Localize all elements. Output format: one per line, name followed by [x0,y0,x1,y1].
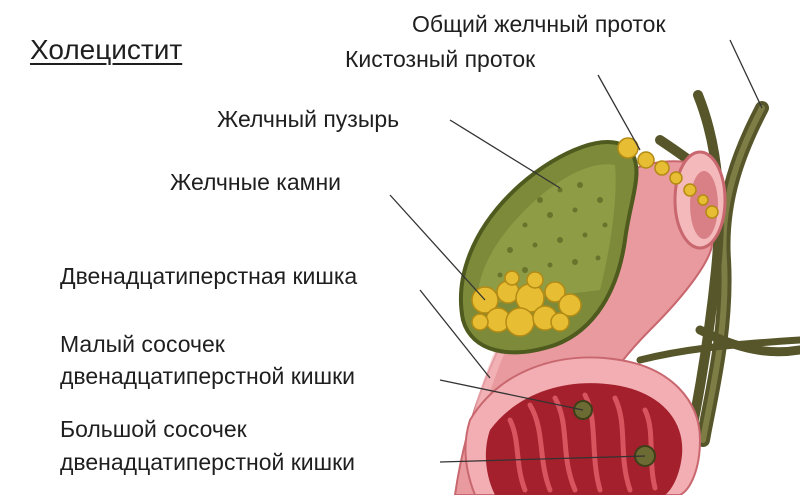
gallstones-cluster [471,270,582,337]
label-gallstones: Желчные камни [170,169,342,195]
label-major-papilla-line2: двенадцатиперстной кишки [60,449,356,475]
page-title: Холецистит [30,34,183,65]
label-minor-papilla-line1: Малый сосочек [60,331,225,357]
label-common-bile-duct: Общий желчный проток [412,11,666,37]
leader-lines [389,39,763,463]
duodenum-cross-section [464,356,702,495]
gallbladder [458,137,719,355]
label-cystic-duct: Кистозный проток [345,46,536,72]
label-major-papilla-line1: Большой сосочек [60,416,247,442]
label-minor-papilla-line2: двенадцатиперстной кишки [60,363,356,389]
cystic-duct-stones [617,137,719,219]
label-duodenum: Двенадцатиперстная кишка [60,263,358,289]
label-gallbladder: Желчный пузырь [217,106,400,132]
